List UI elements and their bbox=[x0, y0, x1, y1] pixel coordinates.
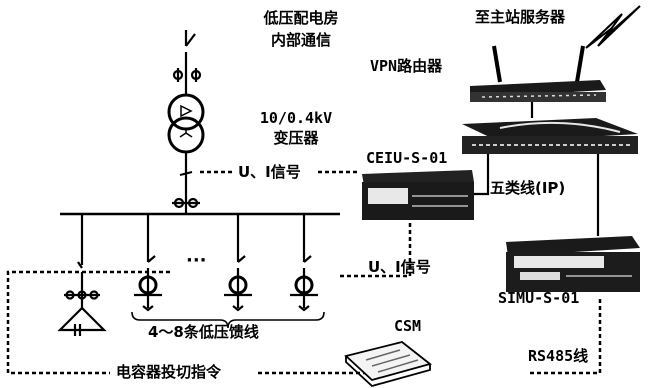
station-comm-line1: 低压配电房 bbox=[263, 9, 339, 27]
main-server-label: 至主站服务器 bbox=[475, 8, 566, 26]
ui-signal-mid-label: U、I信号 bbox=[368, 258, 431, 276]
feeder-ellipsis: ··· bbox=[186, 250, 207, 271]
current-transformer-icon bbox=[172, 68, 202, 82]
capacitor-icon bbox=[57, 307, 107, 336]
network-switch-icon bbox=[462, 118, 638, 154]
cat5-cable-label: 五类线(IP) bbox=[490, 179, 566, 197]
ceiu-label: CEIU-S-01 bbox=[366, 149, 448, 167]
ui-signal-top-label: U、I信号 bbox=[238, 163, 301, 181]
router-icon bbox=[470, 45, 606, 102]
transformer-rating-label: 10/0.4kV bbox=[259, 109, 333, 127]
ceiu-device-icon bbox=[362, 170, 474, 220]
transformer-label: 变压器 bbox=[273, 129, 319, 147]
vpn-router-label: VPN路由器 bbox=[370, 57, 443, 75]
station-comm-line2: 内部通信 bbox=[270, 31, 331, 49]
feeders-label: 4～8条低压馈线 bbox=[148, 323, 259, 341]
capacitor-command-label: 电容器投切指令 bbox=[116, 363, 222, 381]
current-transformer-icon bbox=[64, 290, 100, 300]
csm-label: CSM bbox=[394, 317, 422, 335]
transformer-icon bbox=[167, 93, 205, 154]
simu-device-icon bbox=[506, 236, 640, 292]
rs485-label: RS485线 bbox=[528, 347, 589, 365]
simu-label: SIMU-S-01 bbox=[498, 289, 580, 307]
current-transformer-icon bbox=[172, 197, 200, 209]
lightning-bolt-icon bbox=[585, 5, 641, 49]
csm-device-icon bbox=[344, 341, 432, 388]
